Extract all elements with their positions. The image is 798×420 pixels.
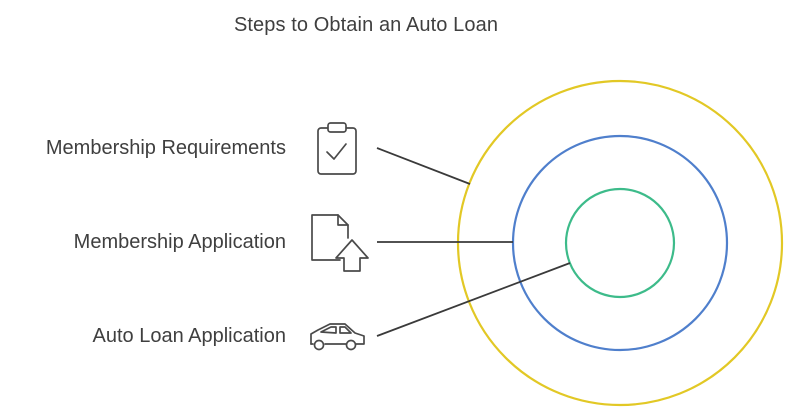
middle-ring xyxy=(511,134,729,352)
outer-ring xyxy=(456,79,784,407)
connector-line-auto-loan-application xyxy=(376,262,571,337)
inner-ring xyxy=(564,187,676,299)
clipboard-check-icon xyxy=(317,122,357,175)
document-upload-icon xyxy=(311,214,369,272)
step-label-membership-application: Membership Application xyxy=(73,231,286,253)
step-label-auto-loan-application: Auto Loan Application xyxy=(92,325,287,347)
step-label-membership-requirements: Membership Requirements xyxy=(45,137,286,159)
car-icon xyxy=(310,323,365,351)
connector-line-membership-requirements xyxy=(376,147,471,185)
diagram-title: Steps to Obtain an Auto Loan xyxy=(233,14,499,36)
